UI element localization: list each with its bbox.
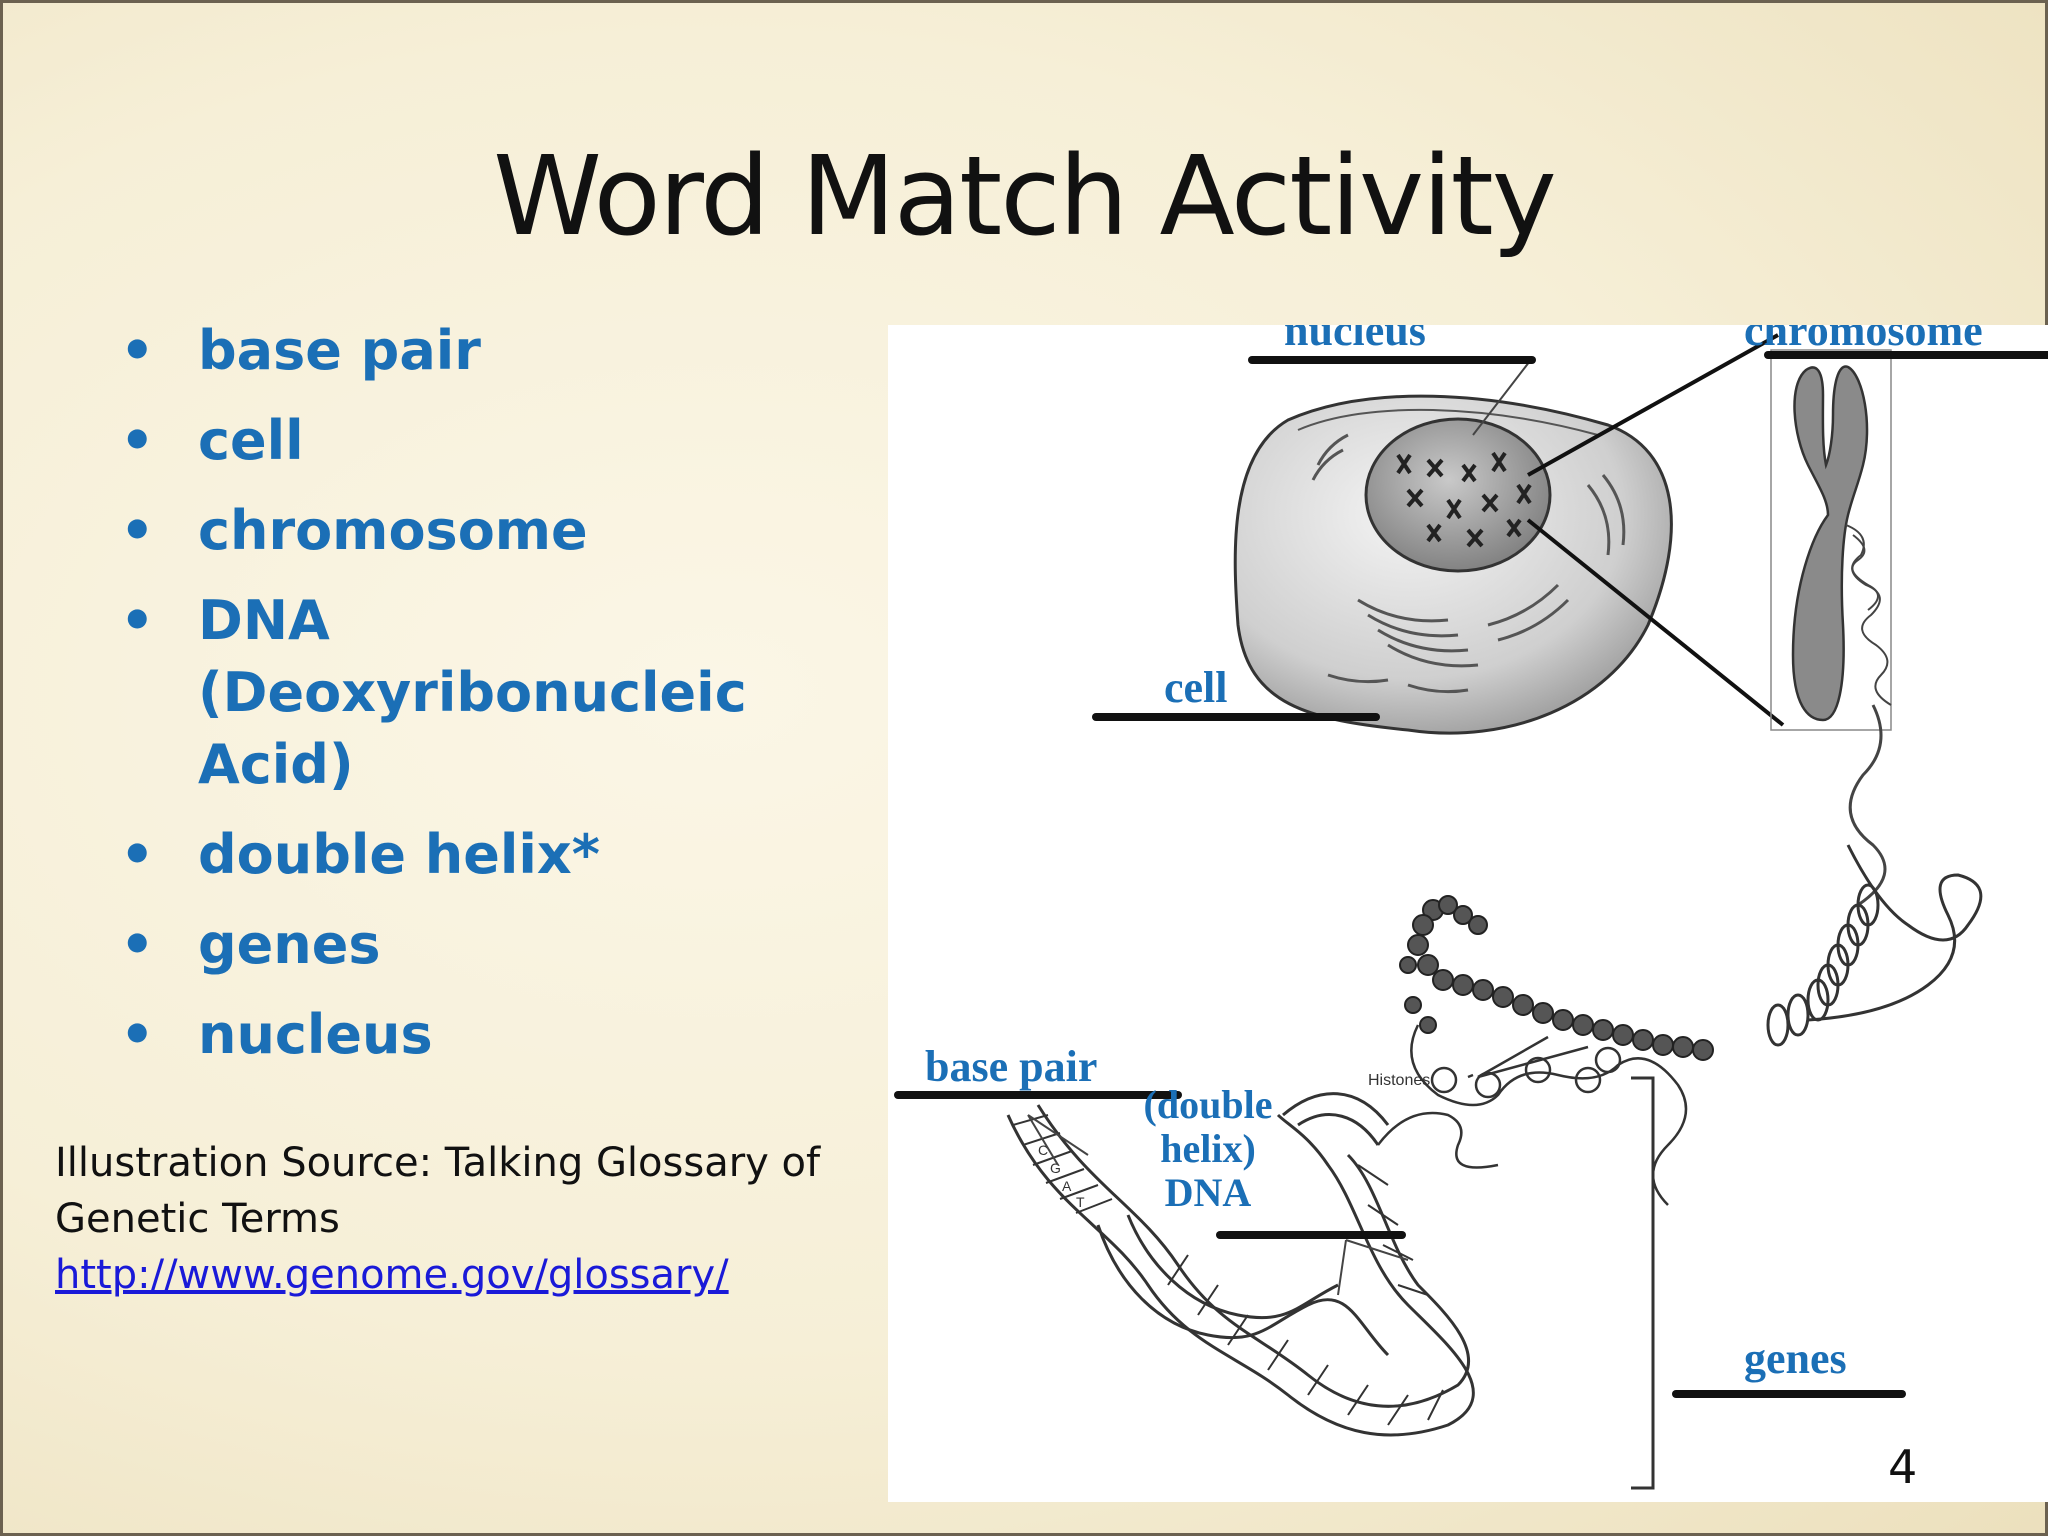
label-cell: cell bbox=[1164, 663, 1228, 712]
bullet-icon: • bbox=[120, 1003, 155, 1066]
illustration-source: Illustration Source: Talking Glossary of… bbox=[55, 1135, 875, 1303]
bullet-icon: • bbox=[120, 823, 155, 886]
histones-drawing: Histones bbox=[1368, 1024, 1688, 1206]
word-text: genes bbox=[198, 913, 381, 976]
label-lines bbox=[894, 351, 2048, 1398]
label-double-helix-1: (double bbox=[1144, 1082, 1273, 1127]
word-text: base pair bbox=[198, 319, 481, 382]
label-double-helix-2: helix) bbox=[1160, 1126, 1256, 1171]
label-base-pair: base pair bbox=[925, 1042, 1097, 1091]
slide-title: Word Match Activity bbox=[493, 132, 1557, 260]
word-text: DNA (Deoxyribonucleic Acid) bbox=[198, 589, 747, 796]
svg-text:T: T bbox=[1076, 1194, 1085, 1210]
word-text: cell bbox=[198, 409, 304, 472]
source-text: Illustration Source: Talking Glossary of… bbox=[55, 1140, 821, 1242]
svg-text:A: A bbox=[1062, 1178, 1072, 1194]
word-item-genes: • genes bbox=[120, 909, 880, 981]
source-link[interactable]: http://www.genome.gov/glossary/ bbox=[55, 1252, 729, 1298]
label-genes: genes bbox=[1744, 1334, 1847, 1383]
word-item-nucleus: • nucleus bbox=[120, 999, 880, 1071]
word-text: double helix* bbox=[198, 823, 600, 886]
label-nucleus: nucleus bbox=[1284, 325, 1426, 355]
bullet-icon: • bbox=[120, 409, 155, 472]
chromosome-drawing bbox=[1770, 349, 1892, 907]
nucleosome-fiber bbox=[1399, 895, 1714, 1061]
histones-label: Histones bbox=[1368, 1072, 1430, 1089]
word-item-chromosome: • chromosome bbox=[120, 495, 880, 567]
genes-bracket bbox=[1631, 1076, 1655, 1490]
word-item-cell: • cell bbox=[120, 405, 880, 477]
zoom-line-bottom bbox=[1526, 518, 1785, 727]
zoom-line-top bbox=[1527, 333, 1779, 477]
word-item-dna: • DNA (Deoxyribonucleic Acid) bbox=[120, 585, 880, 801]
bullet-icon: • bbox=[120, 913, 155, 976]
bullet-icon: • bbox=[120, 319, 155, 382]
cell-drawing bbox=[1233, 356, 1673, 735]
svg-text:C: C bbox=[1038, 1142, 1048, 1158]
label-dna: DNA bbox=[1165, 1170, 1252, 1215]
word-item-base-pair: • base pair bbox=[120, 315, 880, 387]
word-text: chromosome bbox=[198, 499, 588, 562]
svg-text:G: G bbox=[1050, 1160, 1061, 1176]
page-number: 4 bbox=[1888, 1440, 1918, 1494]
word-item-double-helix: • double helix* bbox=[120, 819, 880, 891]
bullet-icon: • bbox=[120, 589, 155, 652]
word-list: • base pair • cell • chromosome • DNA (Deoxy… bbox=[120, 315, 880, 1089]
word-text: nucleus bbox=[198, 1003, 433, 1066]
label-chromosome: chromosome bbox=[1744, 325, 1983, 355]
bullet-icon: • bbox=[120, 499, 155, 562]
chromatin-spiral bbox=[1766, 844, 1983, 1047]
